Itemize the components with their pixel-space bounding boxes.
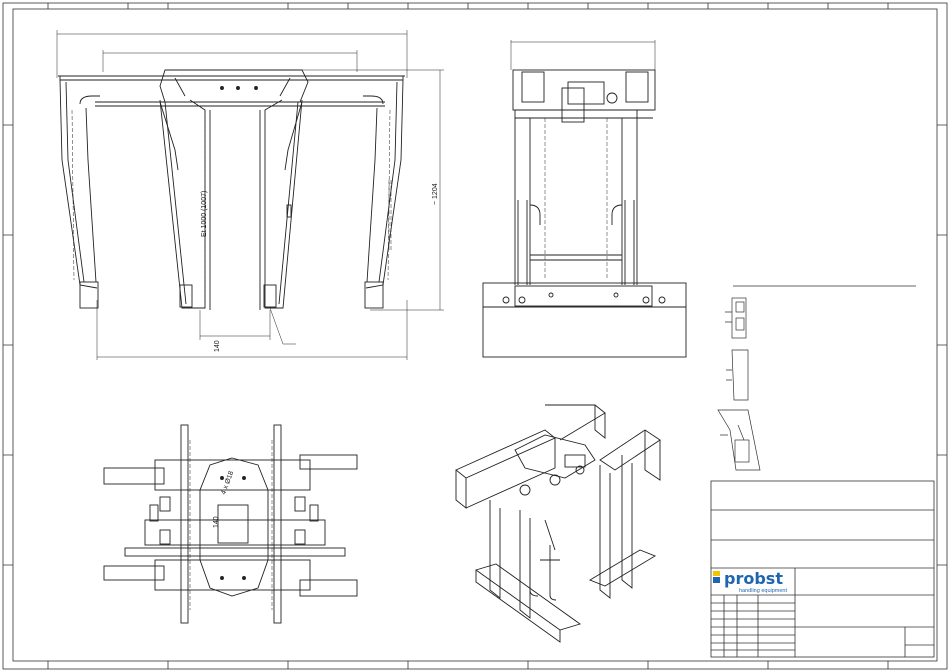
top-view [104, 425, 357, 623]
top-view-dim-label: 140 [213, 516, 220, 528]
front-dim-height-label: ~ 1204 [432, 183, 439, 205]
front-view [57, 30, 444, 360]
sheet-frame [3, 3, 947, 669]
logo-text: probst [724, 569, 783, 588]
top-view-hole-callout: 4 x Ø18 [220, 470, 235, 496]
side-view [483, 40, 686, 357]
probst-logo: probst handling equipment [713, 569, 787, 594]
logo-mark-yellow [713, 571, 720, 576]
front-dim-bottom-label: 140 [214, 340, 221, 352]
logo-mark-blue [713, 577, 720, 583]
logo-subtext: handling equipment [739, 588, 787, 594]
detail-views [718, 286, 916, 470]
isometric-view [456, 405, 660, 642]
front-dim-inner-label: Et 1000 (1007) [201, 191, 208, 237]
